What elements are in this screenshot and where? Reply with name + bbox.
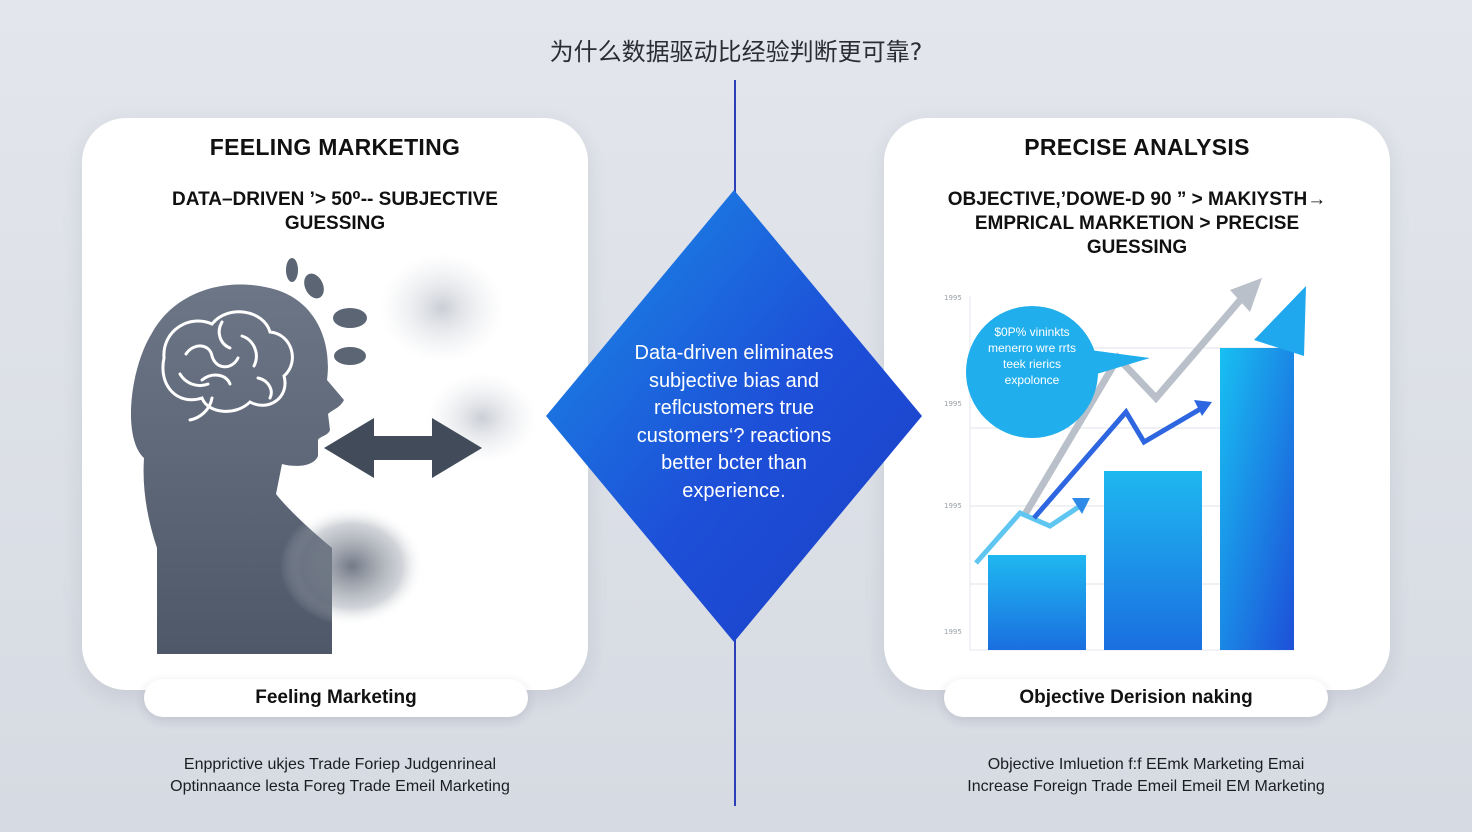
statement-line: Data-driven eliminates: [634, 342, 834, 364]
center-statement: Data-driven eliminates subjective bias a…: [594, 340, 874, 505]
tick-label: 1995: [944, 502, 962, 510]
thought-dot: [304, 273, 324, 299]
footer-line: Increase Foreign Trade Emeil Emeil EM Ma…: [967, 778, 1325, 795]
bubble-text: $0P% vininkts menerro wre rrts teek rier…: [962, 324, 1102, 388]
subheading-line: OBJECTIVE,’DOWE-D 90 ” > MAKIYSTH→: [947, 189, 1327, 210]
footer-line: Enpprictive ukjes Trade Foriep Judgenrin…: [183, 756, 497, 773]
footer-line: Objective Imluetion f:f EEmk Marketing E…: [987, 756, 1305, 773]
card-heading: PRECISE ANALYSIS: [1024, 134, 1250, 160]
subheading-line: GUESSING: [1086, 237, 1188, 258]
brain-icon: [161, 310, 294, 422]
statement-line: better bcter than: [661, 452, 807, 474]
footer-line: Optinnaance lesta Foreg Trade Emeil Mark…: [170, 778, 510, 795]
subheading-line: EMPRICAL MARKETION > PRECISE: [974, 213, 1300, 234]
feeling-marketing-pill: Feeling Marketing: [144, 679, 528, 717]
tick-label: 1995: [944, 400, 962, 408]
thought-dot: [334, 347, 366, 365]
thought-dot: [286, 258, 298, 282]
bar-arrow-tip: [1254, 286, 1306, 356]
bubble-line: menerro wre rrts: [987, 341, 1076, 355]
card-subheading: DATA–DRIVEN ’> 50⁰-- SUBJECTIVE GUESSING: [172, 189, 498, 234]
objective-decision-pill: Objective Derision naking: [944, 679, 1328, 717]
statement-line: customers‘? reactions: [636, 424, 832, 447]
bubble-line: teek rierics: [1002, 357, 1061, 371]
right-footer: Objective Imluetion f:f EEmk Marketing E…: [916, 754, 1376, 798]
insight-bubble: [966, 306, 1150, 438]
card-subheading: OBJECTIVE,’DOWE-D 90 ” > MAKIYSTH→ EMPRI…: [904, 188, 1370, 260]
blurred-shape: [380, 253, 504, 363]
left-footer: Enpprictive ukjes Trade Foriep Judgenrin…: [110, 754, 570, 798]
growth-bar-chart-icon: [988, 286, 1306, 650]
tick-label: 1995: [944, 294, 962, 302]
tick-label: 1995: [944, 628, 962, 636]
chart-bar: [988, 555, 1086, 650]
statement-line: subjective bias and: [648, 369, 820, 392]
center-diamond: [546, 190, 922, 642]
growth-chart-illustration: [966, 278, 1306, 651]
chart-bar: [1220, 348, 1294, 650]
blurred-hand: [280, 506, 424, 626]
precise-analysis-card: PRECISE ANALYSIS OBJECTIVE,’DOWE-D 90 ” …: [884, 118, 1390, 690]
card-heading: FEELING MARKETING: [209, 134, 461, 160]
trend-arrow-icon: [974, 278, 1262, 565]
thought-dot: [333, 308, 367, 328]
statement-line: reflcustomers true: [653, 397, 815, 419]
statement-line: experience.: [682, 479, 786, 502]
bubble-line: expolonce: [1004, 373, 1060, 387]
feeling-marketing-card: FEELING MARKETING DATA–DRIVEN ’> 50⁰-- S…: [82, 118, 588, 690]
feeling-illustration: [130, 253, 537, 654]
page-title: 为什么数据驱动比经验判断更可靠?: [549, 38, 923, 66]
chart-bar: [1104, 471, 1202, 650]
bubble-line: $0P% vininkts: [994, 325, 1070, 339]
double-arrow-icon: [324, 418, 482, 478]
